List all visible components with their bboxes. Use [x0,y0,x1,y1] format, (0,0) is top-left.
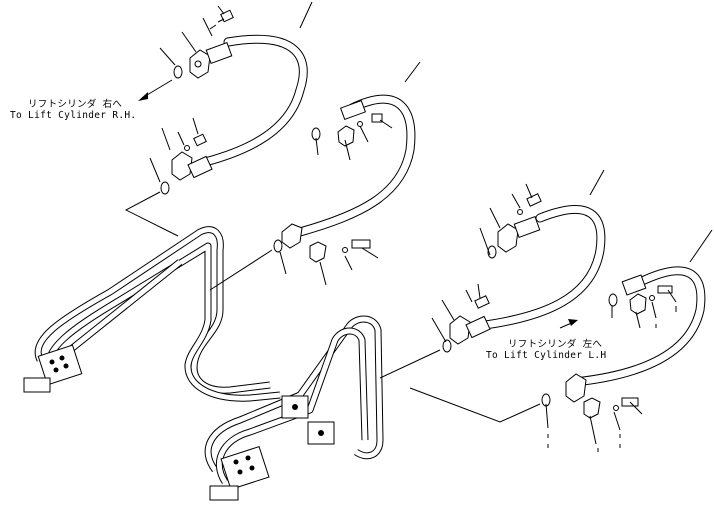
manifold-right [209,445,270,501]
clamp-blocks [281,395,335,445]
fitting-rh-bottom-flange [281,223,371,263]
continuation-ticks [547,306,677,452]
lh-callout-jp: リフトシリンダ 左へ [508,339,603,350]
fitting-rh-mid-flange [171,151,213,181]
rh-callout-jp: リフトシリンダ 右へ [28,99,123,110]
rh-direction-arrow [138,79,173,101]
hose-rh-upper [200,34,308,167]
rh-callout-en: To Lift Cylinder R.H. [10,110,137,121]
pipe-assembly [34,226,384,484]
manifold-left [23,344,83,393]
fitting-rh-upper-flange [189,42,233,79]
fitting-lh-upper-right-flange [621,274,673,315]
connection-lines [124,191,541,423]
lh-direction-arrow [559,319,578,329]
leader-lines [149,1,713,445]
fitting-rh-upper-bolt [209,9,234,30]
o-ring-set [160,65,618,407]
fitting-lh-upper-flange [497,193,542,253]
fitting-lh-mid-flange [449,295,491,345]
hose-rh-lower [295,94,416,237]
lh-callout-en: To Lift Cylinder L.H [486,350,607,361]
hose-lh-lower [570,266,706,387]
hose-lh-upper [473,205,606,331]
fitting-rh-mid-bolt [184,133,207,151]
fitting-rh-lower-flange [337,99,383,147]
